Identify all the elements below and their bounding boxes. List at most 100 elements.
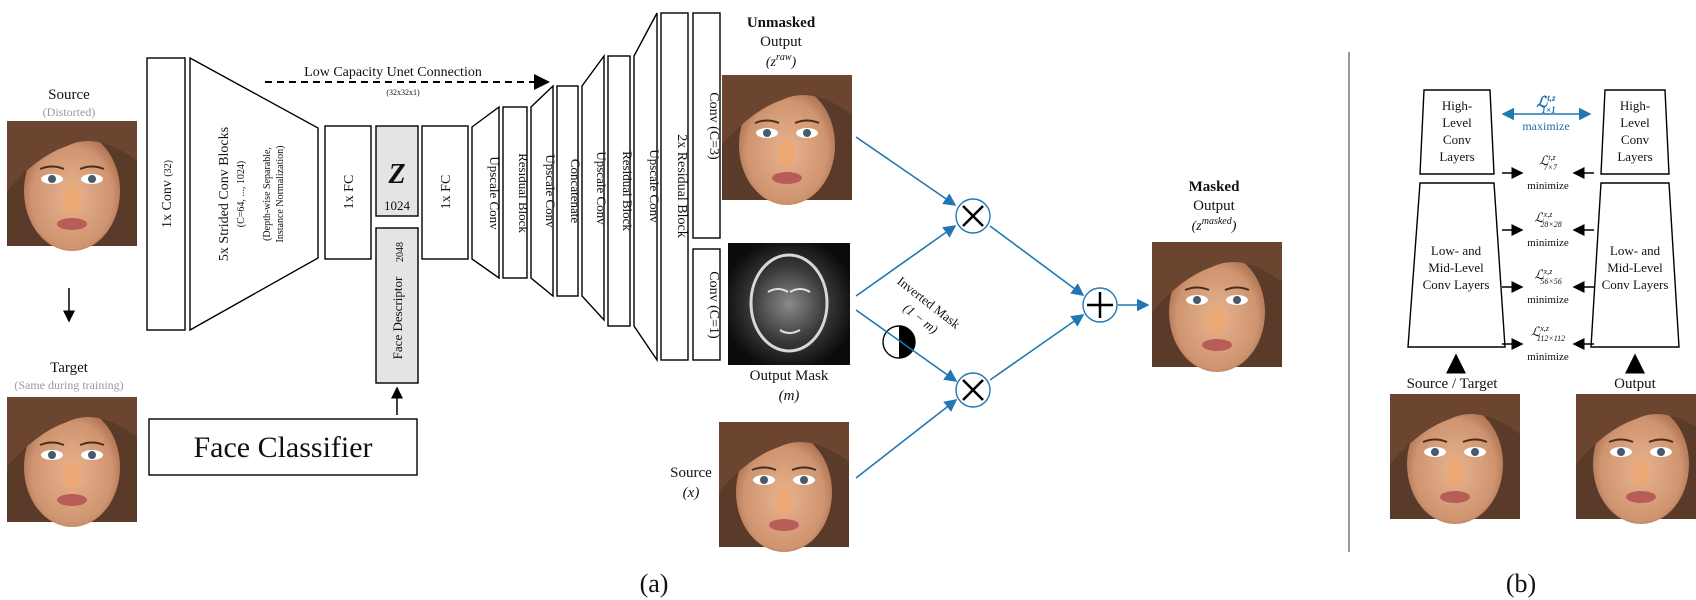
decoder-residual-block-1 [502,106,528,279]
multiply-top-to-add-arrow [989,225,1085,296]
unet-label: Low Capacity Unet Connection [304,65,482,80]
unmasked-to-multiply-arrow [855,136,957,206]
right-low-mid-layers [1590,182,1680,348]
source-x-image [718,421,850,553]
left-high-line-3: Layers [1439,149,1474,164]
decoder-upscale-conv-1 [471,105,500,280]
decoder-concatenate [556,85,579,297]
caption-b: (b) [1506,569,1536,598]
decoder-label-1: Residual Block [516,153,531,233]
conv-c3-label: Conv (C=3) [706,92,721,160]
decoder-label-3: Concatenate [568,159,583,223]
left-low-line-1: Mid-Level [1428,260,1484,275]
loss-56x56-note: minimize [1527,294,1569,306]
left-high-line-2: Conv [1443,132,1472,147]
fc1-block [324,125,372,260]
loss-1x1-note: maximize [1522,119,1569,133]
conv1-block [146,57,186,331]
face-descriptor-label: Face Descriptor [390,276,405,359]
unmasked-output-label: Output [760,34,803,50]
face-classifier-box [148,418,418,476]
output-mask-image [728,243,850,365]
strided-note-2: Instance Normalization) [275,146,286,243]
conv-c1-label: Conv (C=1) [706,271,721,339]
masked-output-image [1151,241,1283,373]
unmasked-symbol: (zraw) [766,52,797,70]
unet-dim: (32x32x1) [386,88,420,97]
strided-conv-blocks [189,56,319,332]
right-high-line-1: Level [1620,115,1650,130]
fc2-label: 1x FC [439,175,454,210]
output-mask-label: Output Mask [750,368,829,384]
fc1-label: 1x FC [342,175,357,210]
loss-7x7-note: minimize [1527,180,1569,192]
source-label: Source [48,87,90,103]
right-low-line-1: Mid-Level [1607,260,1663,275]
right-high-level-layers [1600,89,1670,175]
output-image [1575,393,1696,525]
left-low-line-0: Low- and [1431,243,1482,258]
loss-112x112-note: minimize [1527,351,1569,363]
source-target-label: Source / Target [1407,376,1499,392]
decoder-residual-block-2 [607,55,631,327]
z-latent-box [375,125,419,217]
strided-title: 5x Strided Conv Blocks [217,127,232,261]
left-high-level-layers [1419,89,1495,175]
source-x-label: Source [670,465,712,481]
source-to-multiply-arrow [855,399,958,479]
source-face-image [6,120,138,252]
face-descriptor-dim: 2048 [395,242,406,262]
masked-output-label: Output [1193,198,1236,214]
output-mask-symbol: (m) [779,388,800,404]
unmasked-output-image [721,74,853,206]
conv1-label: 1x Conv (32) [160,160,175,228]
left-high-line-1: Level [1442,115,1472,130]
caption-a: (a) [640,569,669,598]
conv-c3-block [692,12,721,239]
masked-title: Masked [1189,179,1240,195]
decoder-label-5: Residual Block [620,151,635,231]
right-high-line-2: Conv [1621,132,1650,147]
decoder-upscale-conv-4 [633,12,658,363]
unmasked-title: Unmasked [747,15,816,31]
left-low-mid-layers [1407,182,1506,348]
z-symbol: Z [387,159,405,190]
decoder-label-0: Upscale Conv [487,156,502,230]
decoder-upscale-conv-3 [581,53,605,322]
mask-to-multiply-arrow [855,225,957,297]
target-sublabel: (Same during training) [14,378,123,392]
decoder-2x-residual-block [660,12,689,361]
loss-28x28-note: minimize [1527,237,1569,249]
fc2-block [421,125,469,260]
output-label: Output [1614,376,1657,392]
inverted-mask-to-multiply-arrow [855,309,958,382]
masked-symbol: (zmasked) [1192,216,1237,234]
left-high-line-0: High- [1442,98,1472,113]
decoder-label-2: Upscale Conv [543,154,558,228]
decoder-label-6: Upscale Conv [647,149,662,223]
face-descriptor-box [375,227,419,384]
strided-channels: (C=64, ..., 1024) [236,161,247,227]
source-target-image [1389,393,1521,525]
multiply-bottom-to-add-arrow [989,314,1085,381]
source-x-symbol: (x) [683,485,700,501]
source-sublabel: (Distorted) [43,105,96,119]
target-label: Target [50,360,89,376]
right-high-line-0: High- [1620,98,1650,113]
right-high-line-3: Layers [1617,149,1652,164]
z-dim: 1024 [384,198,411,213]
right-low-line-0: Low- and [1610,243,1661,258]
strided-note-1: (Depth-wise Separable, [262,147,273,241]
decoder-label-4: Upscale Conv [594,151,609,225]
target-face-image [6,396,138,528]
right-low-line-2: Conv Layers [1602,277,1669,292]
conv-c1-block [692,248,721,361]
decoder-label-7: 2x Residual Block [674,134,689,237]
